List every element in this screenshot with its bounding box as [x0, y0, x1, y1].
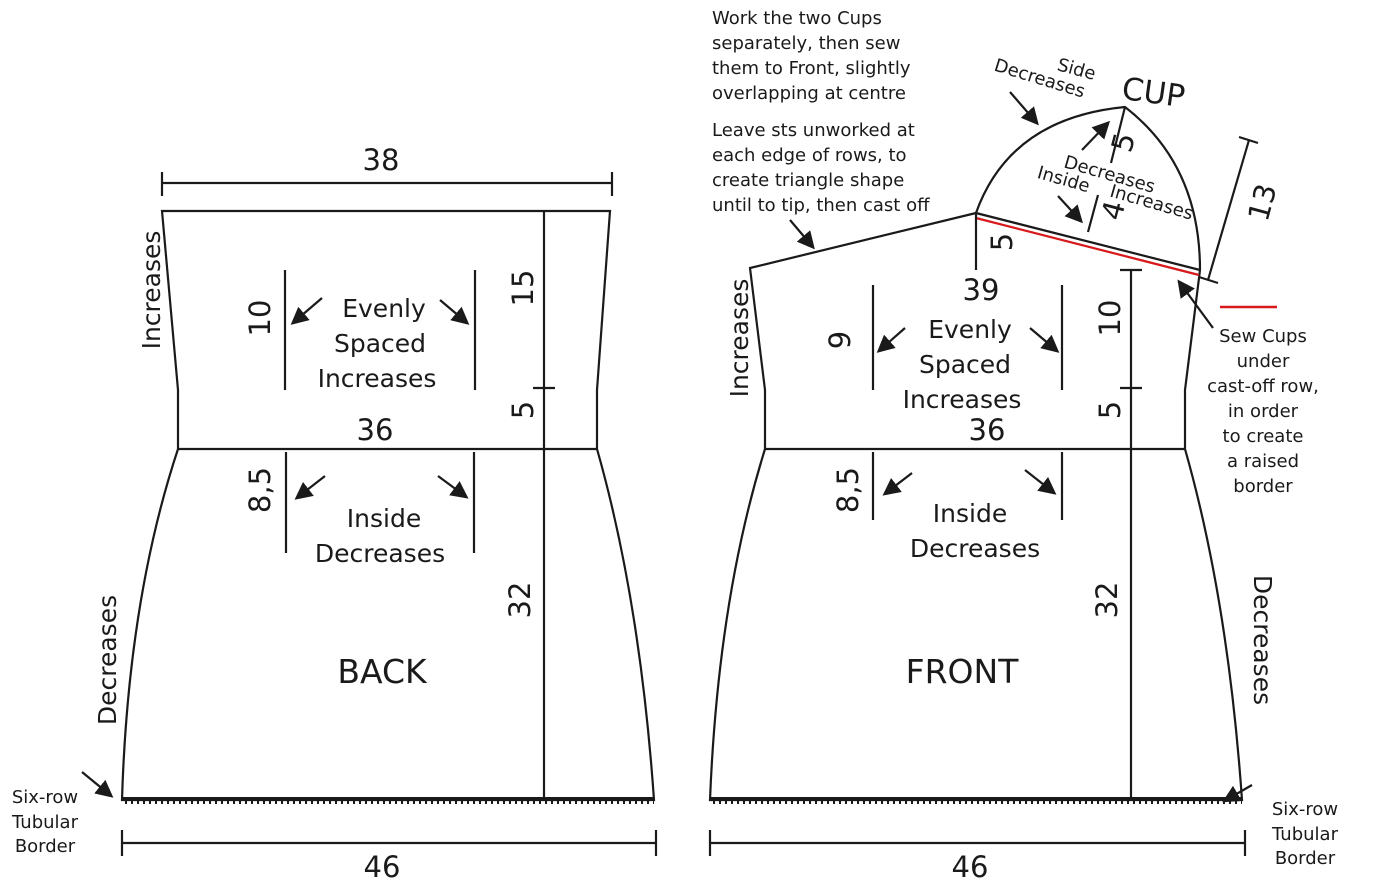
note-line: border — [1233, 476, 1293, 497]
back-top-width: 38 — [363, 143, 400, 177]
note-line: until to tip, then cast off — [712, 195, 930, 216]
front-lower-height: 32 — [1090, 582, 1124, 619]
cup-piece: Side Decreases CUP 5 Decreases Inside In… — [974, 55, 1284, 285]
arrow-icon — [290, 297, 323, 325]
front-bottom-dimension — [708, 830, 1247, 856]
back-lower-height: 32 — [503, 582, 537, 619]
front-title: FRONT — [906, 652, 1020, 691]
note-line: separately, then sew — [712, 33, 900, 54]
arrow-icon — [439, 299, 470, 325]
back-inc-height: 10 — [243, 300, 277, 337]
back-bottom-width: 46 — [364, 850, 401, 884]
note-line: in order — [1228, 401, 1299, 422]
note-line: Work the two Cups — [712, 8, 882, 29]
front-border-label: Tubular — [1271, 824, 1339, 845]
note-line: Leave sts unworked at — [712, 120, 915, 141]
note-line: cast-off row, — [1207, 376, 1319, 397]
note-line: them to Front, slightly — [712, 58, 911, 79]
front-dec-height: 8,5 — [831, 467, 865, 513]
back-dec-height: 8,5 — [243, 467, 277, 513]
back-inc-label: Increases — [318, 364, 437, 393]
back-tubular-border — [122, 797, 654, 804]
back-dec-label: Inside — [347, 504, 421, 533]
back-side-increases: Increases — [137, 231, 166, 350]
back-inc-label: Spaced — [334, 329, 426, 358]
arrow-icon — [876, 327, 906, 353]
front-upper-height: 10 — [1093, 300, 1127, 337]
front-side-increases: Increases — [725, 279, 754, 398]
back-title: BACK — [337, 652, 428, 691]
note-cups: Work the two Cups separately, then sew t… — [712, 8, 911, 104]
back-border-label: Border — [15, 836, 76, 857]
note-line: overlapping at centre — [712, 83, 906, 104]
note-leave-stitches: Leave sts unworked at each edge of rows,… — [712, 120, 930, 216]
front-waist-height: 5 — [1093, 401, 1127, 419]
back-dec-label: Decreases — [315, 539, 445, 568]
arrow-icon — [294, 475, 326, 500]
cup-side-dimension — [1198, 135, 1259, 285]
arrow-icon — [882, 472, 913, 496]
arrow-icon — [1057, 195, 1083, 224]
front-border-label: Border — [1275, 848, 1336, 869]
front-cast-off-row — [975, 211, 1201, 272]
front-inc-height: 9 — [823, 331, 857, 349]
front-waist-width: 36 — [969, 413, 1006, 447]
arrow-icon — [1009, 91, 1039, 126]
back-waist-width: 36 — [357, 413, 394, 447]
cup-title: CUP — [1120, 71, 1187, 115]
front-dec-label: Inside — [933, 499, 1007, 528]
arrow-icon — [437, 475, 469, 499]
back-waist-height: 5 — [506, 401, 540, 419]
front-dec-label: Decreases — [910, 534, 1040, 563]
arrow-icon — [789, 219, 815, 250]
arrow-icon — [1177, 279, 1214, 329]
back-piece: 38 Increases 10 Evenly Spaced Increases … — [11, 143, 658, 884]
front-inc-label: Spaced — [919, 350, 1011, 379]
arrow-icon — [1024, 469, 1057, 495]
back-side-decreases: Decreases — [93, 595, 122, 725]
front-border-label: Six-row — [1272, 799, 1338, 820]
back-top-dimension — [160, 172, 614, 196]
back-inc-label: Evenly — [342, 294, 426, 323]
note-line: to create — [1223, 426, 1304, 447]
note-line: each edge of rows, to — [712, 145, 907, 166]
front-inc-label: Evenly — [928, 315, 1012, 344]
arrow-icon — [1081, 120, 1111, 151]
note-sew-cups: Sew Cups under cast-off row, in order to… — [1207, 326, 1319, 497]
front-bottom-width: 46 — [952, 850, 989, 884]
cup-seam-line — [975, 216, 1200, 277]
back-bottom-dimension — [120, 830, 658, 856]
cup-side-length: 13 — [1241, 180, 1283, 224]
note-line: create triangle shape — [712, 170, 904, 191]
arrow-icon — [1029, 327, 1060, 353]
front-inc-label: Increases — [903, 385, 1022, 414]
back-upper-height: 15 — [506, 270, 540, 307]
back-border-label: Six-row — [12, 787, 78, 808]
front-shoulder-height: 5 — [985, 233, 1019, 251]
cup-upper-height: 5 — [1105, 129, 1143, 156]
note-line: Sew Cups — [1219, 326, 1307, 347]
front-top-width: 39 — [963, 273, 1000, 307]
back-border-label: Tubular — [11, 812, 79, 833]
front-tubular-border — [710, 797, 1242, 804]
note-line: a raised — [1227, 451, 1299, 472]
note-line: under — [1237, 351, 1290, 372]
front-side-decreases: Decreases — [1248, 575, 1277, 705]
arrow-icon — [81, 771, 114, 798]
front-piece: Increases 5 39 9 Evenly Spaced Increases… — [708, 211, 1339, 884]
arrow-icon — [1222, 784, 1253, 803]
